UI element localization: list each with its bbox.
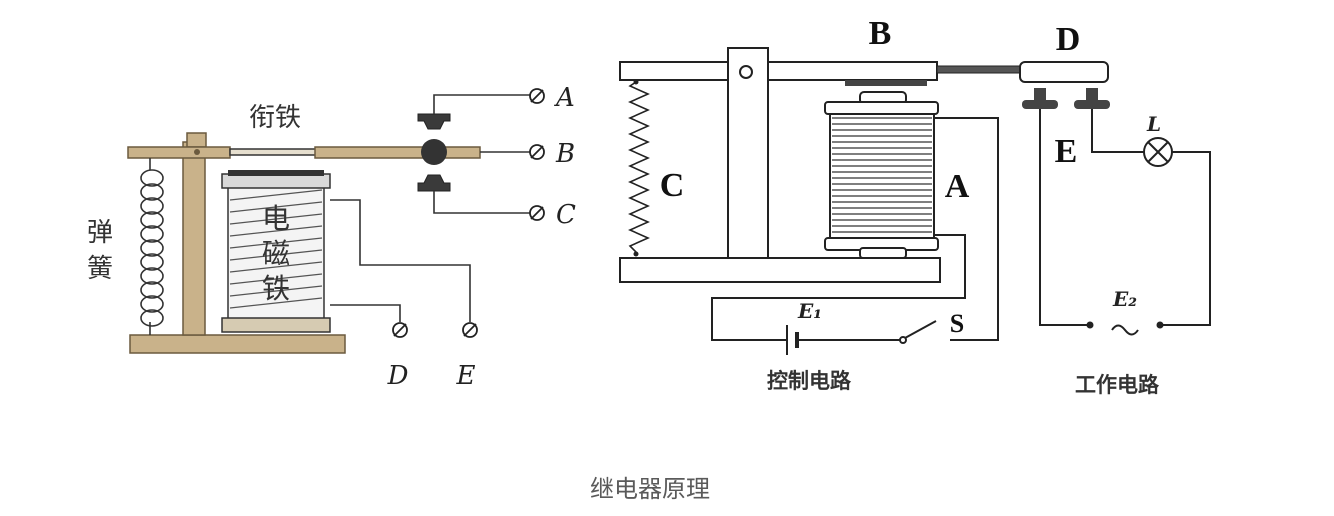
terminal-icon (529, 88, 545, 221)
switch-icon (899, 320, 937, 344)
armature-link (936, 65, 1023, 74)
ac-source-icon (1086, 321, 1164, 336)
contact-e (1022, 88, 1110, 109)
electromagnet-label-1: 电 (262, 202, 290, 235)
post-pivot (739, 65, 753, 79)
spring-coil-loop (140, 239, 164, 257)
ac-tilde (1111, 324, 1139, 336)
spring-coil-loop (140, 197, 164, 215)
work-wire-return (1163, 151, 1211, 326)
label-a: A (945, 168, 970, 205)
switch-label: S (950, 309, 964, 338)
spring-coil-loop (140, 267, 164, 285)
base-plate (129, 334, 346, 354)
label-b: B (869, 15, 892, 52)
terminal-d-label: D (387, 361, 409, 391)
lower-contact (417, 174, 451, 192)
spring-coils (140, 169, 164, 327)
work-wire-right (1091, 109, 1144, 153)
contact-e-right-head (1074, 100, 1110, 109)
armature-bar-right (314, 146, 481, 159)
coil-top-cap (824, 101, 939, 115)
lamp-icon (1143, 137, 1173, 167)
spring-coil-loop (140, 211, 164, 229)
control-wire-bottom (711, 234, 966, 341)
terminal-c-label: C (556, 200, 576, 230)
spring-coil-loop (140, 281, 164, 299)
switch-pivot (899, 336, 907, 344)
terminal-c-slash (530, 206, 544, 220)
contact-e-left-head (1022, 100, 1058, 109)
spring-label-2: 簧 (87, 254, 113, 284)
spring-coil-loop (140, 225, 164, 243)
left-relay: 弹 簧 电 磁 铁 衔铁 D E (87, 83, 576, 391)
spring-coil-loop (140, 295, 164, 313)
spring (628, 81, 650, 253)
electromagnet (221, 170, 331, 333)
coil-top-band (228, 170, 324, 176)
electromagnet-label-2: 磁 (262, 237, 290, 270)
switch-lever (904, 320, 937, 339)
coil-windings (832, 117, 932, 233)
control-circuit-label: 控制电路 (767, 369, 852, 393)
lamp-label: L (1146, 112, 1161, 136)
contact-e-left-stem (1034, 88, 1046, 102)
label-e: E (1055, 133, 1078, 170)
armature-label: 衔铁 (249, 103, 301, 133)
terminal-b-slash (530, 145, 544, 159)
armature-pivot (194, 149, 200, 155)
armature-link (229, 148, 317, 156)
armature-bar-left (127, 146, 231, 159)
terminal-b-label: B (555, 139, 575, 169)
electromagnet (824, 91, 939, 259)
terminal-a-slash (530, 89, 544, 103)
coil-bottom-bump (859, 247, 907, 259)
lamp-cross-2 (1147, 141, 1169, 163)
support-post (727, 47, 769, 259)
label-d: D (1056, 21, 1081, 58)
moving-contact (421, 139, 447, 165)
contact-e-right-stem (1086, 88, 1098, 102)
terminal-e-slash (463, 323, 477, 337)
spring-coil-loop (140, 253, 164, 271)
contact-block-d (1019, 61, 1109, 83)
wire-to-a (433, 94, 530, 114)
terminal-icon (392, 322, 478, 338)
support-post (182, 141, 206, 336)
wire-to-c (433, 191, 530, 214)
battery-icon (786, 325, 799, 355)
terminal-a-label: A (554, 83, 575, 113)
spring-coil-loop (140, 169, 164, 187)
label-c: C (660, 167, 685, 204)
wire-coil-to-d (330, 304, 401, 322)
coil-windings (229, 189, 323, 309)
wire-coil-to-e (330, 199, 471, 322)
terminal-d-slash (393, 323, 407, 337)
base-plate (619, 257, 941, 283)
spring-top-anchor (633, 79, 639, 85)
spring-label-1: 弹 (87, 218, 113, 248)
spring-coil-loop (140, 309, 164, 327)
spring-bottom-anchor (633, 251, 639, 257)
spring-coil-loop (140, 183, 164, 201)
terminal-e-label: E (456, 361, 476, 391)
right-relay: B D C A E₁ S 控制电路 E (619, 15, 1211, 397)
armature-bar (619, 61, 938, 81)
work-circuit-label: 工作电路 (1075, 373, 1160, 397)
source-terminal-right (1156, 321, 1164, 329)
coil-bottom-cap (221, 317, 331, 333)
armature-plate (845, 80, 927, 86)
upper-contact (417, 113, 451, 130)
electromagnet-label-3: 铁 (262, 272, 290, 305)
post-cap (186, 132, 207, 148)
spring (140, 158, 164, 335)
source-terminal-left (1086, 321, 1094, 329)
work-wire-left (1039, 109, 1087, 326)
battery-label: E₁ (797, 299, 822, 323)
control-wire-top (934, 117, 999, 341)
source-label: E₂ (1112, 287, 1137, 311)
figure-caption: 继电器原理 (590, 475, 710, 503)
coil-top-cap (221, 173, 331, 189)
